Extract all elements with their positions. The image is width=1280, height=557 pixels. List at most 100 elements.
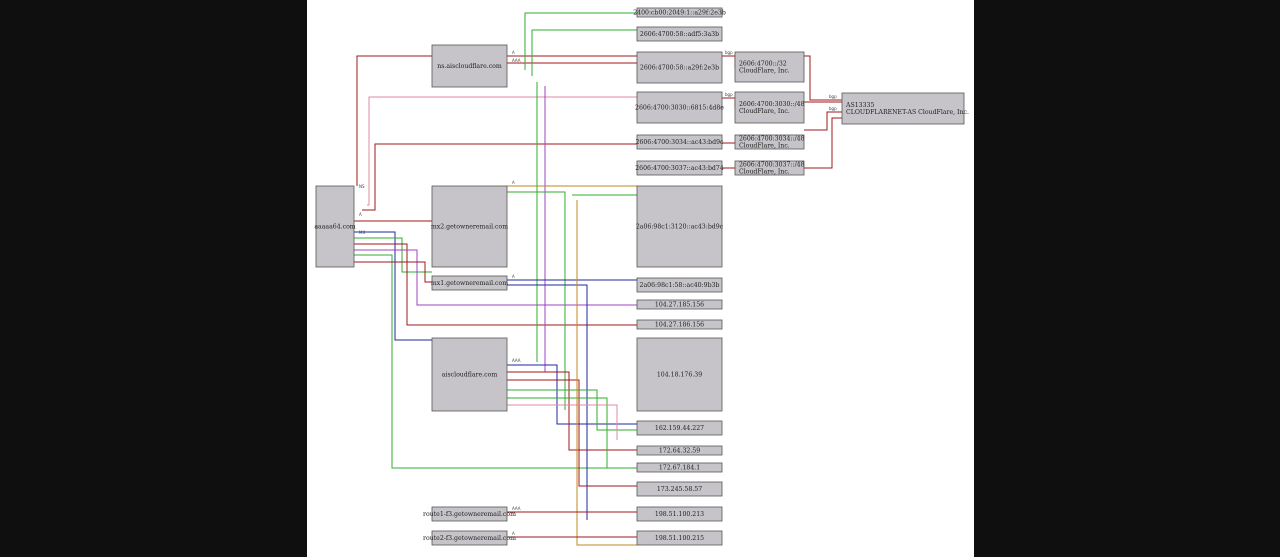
port-label: A [359, 212, 362, 217]
nameserver-node: route1-f3.getowneremail.com [423, 506, 516, 522]
edge-domain-mx1-b [347, 261, 432, 283]
org-node-box [734, 51, 805, 83]
address-node-box [636, 91, 723, 124]
address-node: 198.51.100.215 [636, 530, 723, 546]
org-node-box [734, 134, 805, 150]
address-node: 104.18.176.39 [636, 337, 723, 412]
org-node-label: CloudFlare, Inc. [739, 169, 790, 176]
nameserver-node-label: mx1.getowneremail.com [431, 280, 508, 287]
nameserver-node: mx1.getowneremail.com [431, 275, 508, 291]
asn-node-label: CLOUDFLARENET-AS CloudFlare, Inc. [846, 109, 969, 116]
port-label: bgp [725, 50, 733, 55]
address-node: 2606:4700:3037::ac43:bd74 [635, 160, 724, 176]
nameserver-node-box [431, 506, 508, 522]
address-node: 173.245.58.57 [636, 481, 723, 497]
edge-orange-long [576, 200, 637, 546]
address-node-box [636, 26, 723, 42]
address-node-box [636, 337, 723, 412]
address-node-label: 2400:cb00:2049:1::a29f:2e3b [633, 10, 726, 17]
port-label: bgp [725, 92, 733, 97]
address-node-box [636, 462, 723, 473]
port-label: AAA [512, 58, 521, 63]
port-label: bgp [829, 94, 837, 99]
org-node-label: 2606:4700::/32 [739, 61, 787, 68]
edge-domain-v6-a [362, 143, 637, 211]
address-node-label: 104.18.176.39 [657, 372, 702, 379]
port-label: MX [359, 230, 365, 235]
org-node-label: CloudFlare, Inc. [739, 143, 790, 150]
port-label: A [512, 531, 515, 536]
address-node: 2606:4700:3034::ac43:bd9c [635, 134, 724, 150]
address-node-box [636, 51, 723, 84]
address-node-label: 104.27.185.156 [655, 302, 704, 309]
address-node-box [636, 160, 723, 176]
org-node-label: 2606:4700:3034::/48 [739, 136, 805, 143]
edge-domain-ns-b [347, 231, 432, 341]
address-node-label: 2606:4700:58::a29f:2e3b [640, 65, 719, 72]
edge-mx2-drop [507, 191, 566, 410]
port-label: A [512, 274, 515, 279]
domain-node: aaaaa64.com [314, 185, 356, 268]
address-node-label: 198.51.100.215 [655, 535, 704, 542]
edge-domain-v4-c [347, 254, 637, 469]
edge-org-asn-c [804, 111, 842, 131]
address-node-label: 198.51.100.213 [655, 511, 704, 518]
address-node-box [636, 185, 723, 268]
edge-org-asn-a [804, 55, 842, 101]
port-label: AAA [512, 506, 521, 511]
address-node-label: 2606:4700:3034::ac43:bd9c [635, 139, 724, 146]
address-node-box [636, 506, 723, 522]
address-node: 2606:4700:58::adf5:3a3b [636, 26, 723, 42]
address-node: 2606:4700:58::a29f:2e3b [636, 51, 723, 84]
address-node: 2a06:98c1:3120::ac43:bd9c [636, 185, 724, 268]
nameserver-node-box [431, 185, 508, 268]
org-node-label: CloudFlare, Inc. [739, 108, 790, 115]
address-node-box [636, 530, 723, 546]
address-node-label: 2606:4700:3030::6815:4d8e [635, 105, 724, 112]
nameserver-node-label: ns.aiscloudflare.com [437, 63, 502, 70]
org-node-box [734, 91, 805, 124]
edge-org-asn-d [804, 117, 842, 169]
port-label: AAA [512, 358, 521, 363]
address-node-label: 2606:4700:58::adf5:3a3b [640, 31, 719, 38]
address-node-label: 2a06:98c1:3120::ac43:bd9c [636, 224, 724, 231]
address-node: 162.159.44.227 [636, 420, 723, 436]
nameserver-node-label: aiscloudflare.com [442, 372, 498, 379]
address-node-box [636, 7, 723, 18]
address-node: 104.27.185.156 [636, 299, 723, 310]
edge-ais-v4-b [507, 371, 637, 451]
port-label: A [512, 180, 515, 185]
nameserver-node-box [431, 530, 508, 546]
address-node: 2606:4700:3030::6815:4d8e [635, 91, 724, 124]
address-node-label: 2a06:98c1:58::ac40:9b3b [640, 282, 720, 289]
nameserver-node-label: mx2.getowneremail.com [431, 224, 508, 231]
address-node: 2400:cb00:2049:1::a29f:2e3b [633, 7, 726, 18]
nameserver-node-box [431, 44, 508, 88]
port-label: NS [359, 184, 365, 189]
edge-domain-v6-b [367, 96, 637, 206]
edge-v6-org-a [722, 55, 736, 68]
nameserver-node: ns.aiscloudflare.com [431, 44, 508, 88]
address-node-label: 104.27.186.156 [655, 322, 704, 329]
address-node: 104.27.186.156 [636, 319, 723, 330]
nameserver-node: mx2.getowneremail.com [431, 185, 508, 268]
org-node-label: 2606:4700:3037::/48 [739, 162, 805, 169]
address-node: 198.51.100.213 [636, 506, 723, 522]
edge-ns-v6-top [524, 12, 637, 70]
edge-ns-v6-c [531, 29, 637, 76]
nameserver-node-box [431, 275, 508, 291]
address-node-box [636, 277, 723, 293]
address-node-label: 172.67.184.1 [659, 465, 700, 472]
port-label: A [512, 50, 515, 55]
address-node-label: 162.159.44.227 [655, 425, 704, 432]
edge-domain-ns [356, 55, 432, 186]
address-node-label: 173.245.58.57 [657, 486, 702, 493]
edge-ais-v4-c [507, 379, 637, 487]
